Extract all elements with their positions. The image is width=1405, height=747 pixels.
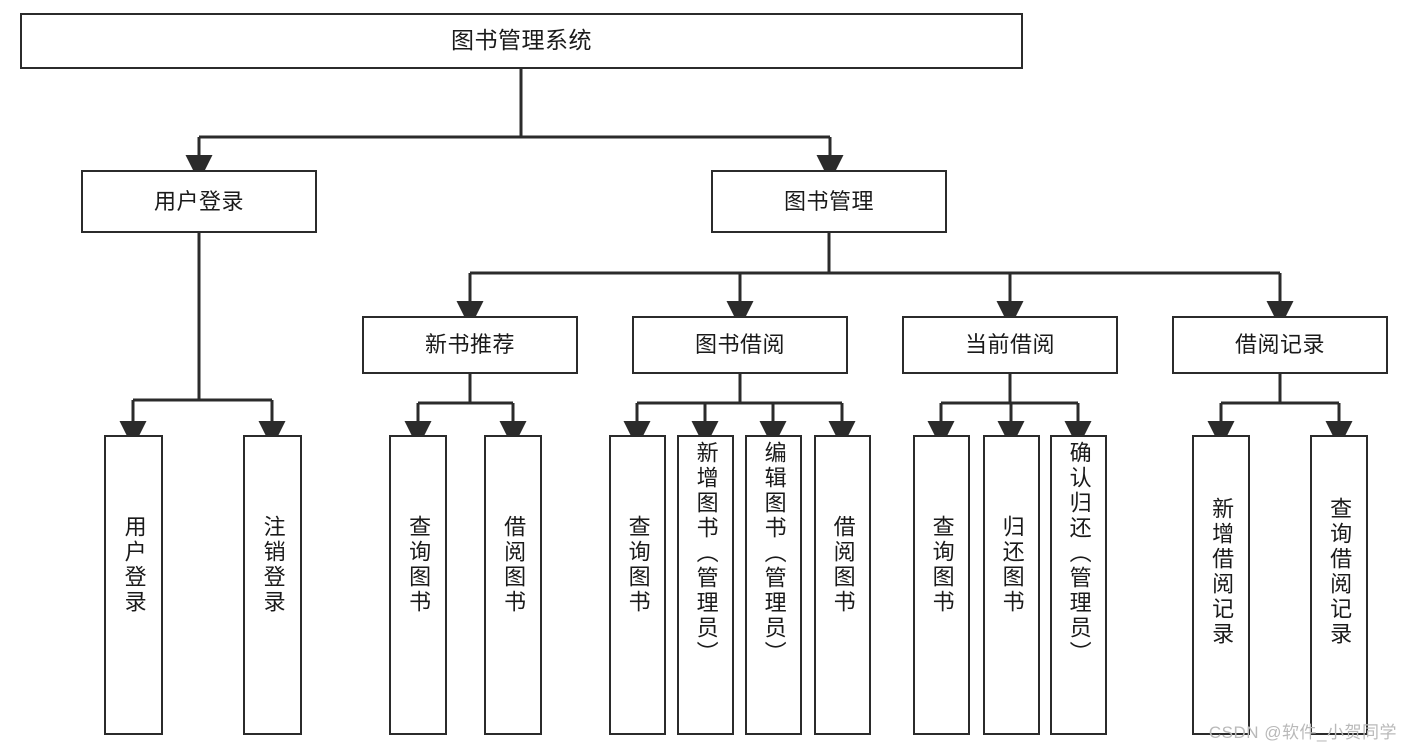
leaf-user-login[interactable]: 用户登录 [104,435,163,735]
leaf-user-logout[interactable]: 注销登录 [243,435,302,735]
leaf-query-book-borrow[interactable]: 查询图书 [609,435,666,735]
leaf-return-book[interactable]: 归还图书 [983,435,1040,735]
leaf-borrow-book-recommend-label: 借阅图书 [501,515,527,615]
node-new-book-recommend-label: 新书推荐 [424,332,515,358]
watermark: CSDN @软件_小贺同学 [1208,723,1397,742]
node-root-label: 图书管理系统 [451,27,592,54]
leaf-add-book-admin-label: 新增图书（管理员） [693,441,719,666]
node-borrow-record[interactable]: 借阅记录 [1172,316,1388,374]
leaf-query-book-current[interactable]: 查询图书 [913,435,970,735]
leaf-query-book-recommend-label: 查询图书 [406,515,432,615]
leaf-confirm-return-admin[interactable]: 确认归还（管理员） [1050,435,1107,735]
leaf-confirm-return-admin-label: 确认归还（管理员） [1066,441,1092,666]
leaf-add-borrow-record[interactable]: 新增借阅记录 [1192,435,1250,735]
leaf-query-book-recommend[interactable]: 查询图书 [389,435,447,735]
leaf-user-logout-label: 注销登录 [260,515,286,615]
node-root[interactable]: 图书管理系统 [20,13,1023,69]
leaf-add-book-admin[interactable]: 新增图书（管理员） [677,435,734,735]
node-user-login-label: 用户登录 [153,188,244,214]
leaf-user-login-label: 用户登录 [121,515,147,615]
leaf-add-borrow-record-label: 新增借阅记录 [1209,497,1235,647]
node-book-borrow-label: 图书借阅 [694,332,785,358]
node-user-login[interactable]: 用户登录 [81,170,317,233]
leaf-query-book-current-label: 查询图书 [929,515,955,615]
node-new-book-recommend[interactable]: 新书推荐 [362,316,578,374]
leaf-borrow-book-label: 借阅图书 [830,515,856,615]
node-book-management-label: 图书管理 [783,188,874,214]
leaf-borrow-book-recommend[interactable]: 借阅图书 [484,435,542,735]
leaf-edit-book-admin[interactable]: 编辑图书（管理员） [745,435,802,735]
leaf-query-book-borrow-label: 查询图书 [625,515,651,615]
node-borrow-record-label: 借阅记录 [1234,332,1325,358]
leaf-query-borrow-record-label: 查询借阅记录 [1327,497,1353,647]
leaf-edit-book-admin-label: 编辑图书（管理员） [761,441,787,666]
node-current-borrow[interactable]: 当前借阅 [902,316,1118,374]
leaf-query-borrow-record[interactable]: 查询借阅记录 [1310,435,1368,735]
leaf-return-book-label: 归还图书 [999,515,1025,615]
node-book-management[interactable]: 图书管理 [711,170,947,233]
leaf-borrow-book[interactable]: 借阅图书 [814,435,871,735]
node-current-borrow-label: 当前借阅 [964,332,1055,358]
node-book-borrow[interactable]: 图书借阅 [632,316,848,374]
